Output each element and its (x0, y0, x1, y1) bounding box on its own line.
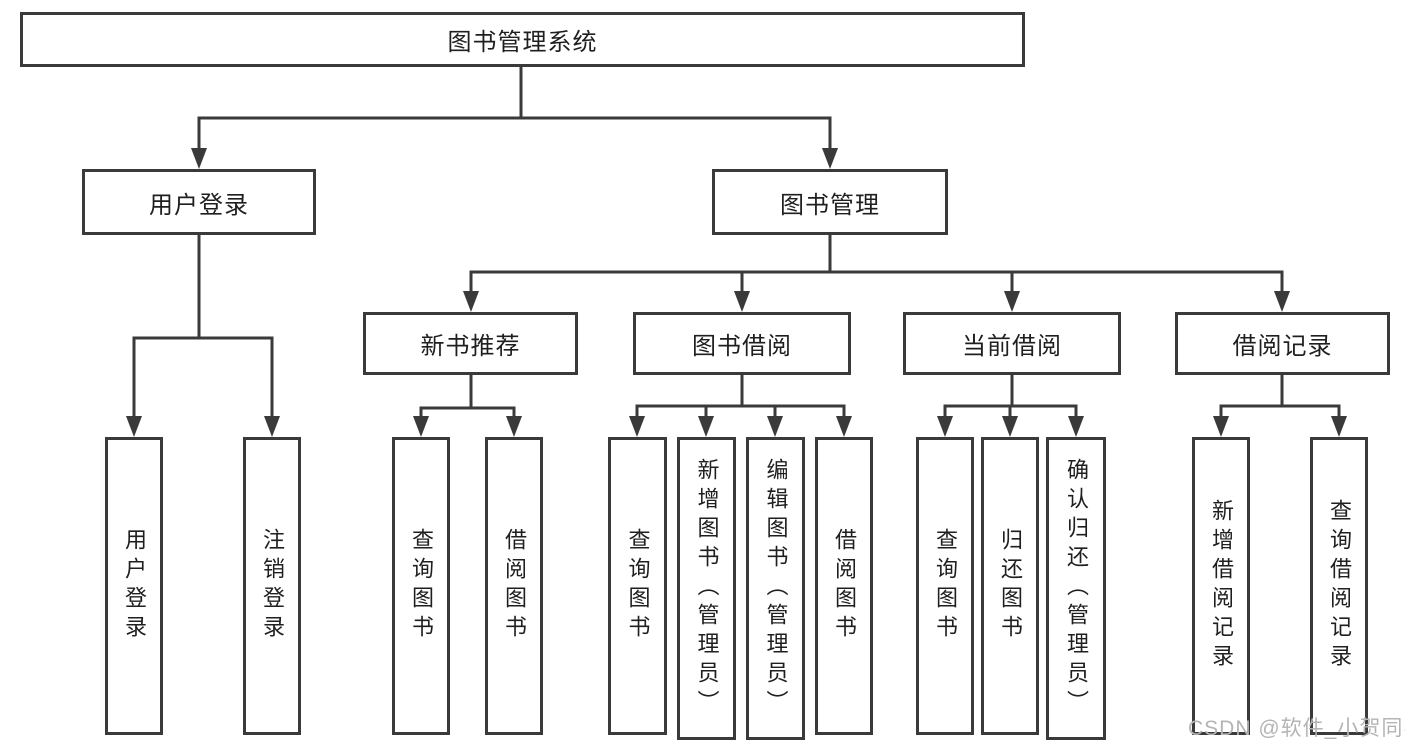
node-label: 图书借阅 (692, 333, 792, 360)
node-new-book-recommendation: 新书推荐 (363, 312, 578, 375)
node-label: 借阅图书 (502, 528, 527, 644)
leaf-borrow-books-2: 借阅图书 (815, 437, 873, 735)
arrow-down-icon (1213, 416, 1229, 437)
node-label: 查询图书 (409, 528, 434, 644)
arrow-down-icon (191, 148, 207, 169)
leaf-edit-book-admin: 编辑图书（管理员） (746, 437, 805, 740)
leaf-query-borrow-record: 查询借阅记录 (1310, 437, 1368, 735)
leaf-confirm-return-admin: 确认归还（管理员） (1046, 437, 1106, 740)
arrow-down-icon (126, 416, 142, 437)
node-label: 图书管理系统 (447, 29, 598, 56)
node-label: 新书推荐 (420, 333, 521, 360)
node-label: 新增图书（管理员） (694, 458, 720, 719)
arrow-down-icon (413, 416, 429, 437)
node-label: 编辑图书（管理员） (763, 458, 789, 719)
node-label: 借阅图书 (832, 528, 857, 644)
node-user-login: 用户登录 (82, 169, 316, 235)
leaf-user-login: 用户登录 (105, 437, 163, 735)
leaf-logout: 注销登录 (243, 437, 301, 735)
node-label: 借阅记录 (1232, 333, 1333, 360)
leaf-query-books-1: 查询图书 (392, 437, 450, 735)
arrow-down-icon (767, 416, 783, 437)
arrow-down-icon (1004, 291, 1020, 312)
arrow-down-icon (1002, 416, 1018, 437)
node-label: 查询借阅记录 (1327, 499, 1352, 673)
node-label: 当前借阅 (962, 333, 1062, 360)
arrow-down-icon (506, 416, 522, 437)
node-label: 用户登录 (149, 191, 249, 219)
arrow-down-icon (629, 416, 645, 437)
node-label: 用户登录 (122, 528, 147, 644)
leaf-add-book-admin: 新增图书（管理员） (677, 437, 736, 740)
arrow-down-icon (734, 291, 750, 312)
node-label: 查询图书 (625, 528, 651, 644)
arrow-down-icon (937, 416, 953, 437)
arrow-down-icon (1068, 416, 1084, 437)
arrow-down-icon (264, 416, 280, 437)
arrow-down-icon (1331, 416, 1347, 437)
node-label: 查询图书 (933, 528, 958, 644)
arrow-down-icon (463, 291, 479, 312)
node-current-borrowing: 当前借阅 (903, 312, 1121, 375)
node-label: 确认归还（管理员） (1064, 458, 1089, 719)
arrow-down-icon (1274, 291, 1290, 312)
node-label: 图书管理 (780, 191, 880, 219)
node-book-borrowing: 图书借阅 (633, 312, 851, 375)
node-book-management: 图书管理 (712, 169, 948, 235)
arrow-down-icon (822, 148, 838, 169)
node-label: 新增借阅记录 (1209, 499, 1234, 673)
arrow-down-icon (698, 416, 714, 437)
node-library-management-system: 图书管理系统 (20, 12, 1025, 67)
node-label: 注销登录 (260, 528, 285, 644)
arrow-down-icon (836, 416, 852, 437)
watermark-text: CSDN @软件_小贺同学 (1188, 717, 1405, 740)
leaf-query-books-2: 查询图书 (608, 437, 667, 735)
leaf-return-books: 归还图书 (981, 437, 1039, 735)
node-borrowing-records: 借阅记录 (1175, 312, 1390, 375)
leaf-add-borrow-record: 新增借阅记录 (1192, 437, 1250, 735)
node-label: 归还图书 (998, 528, 1023, 644)
leaf-borrow-books-1: 借阅图书 (485, 437, 543, 735)
leaf-query-books-3: 查询图书 (916, 437, 974, 735)
